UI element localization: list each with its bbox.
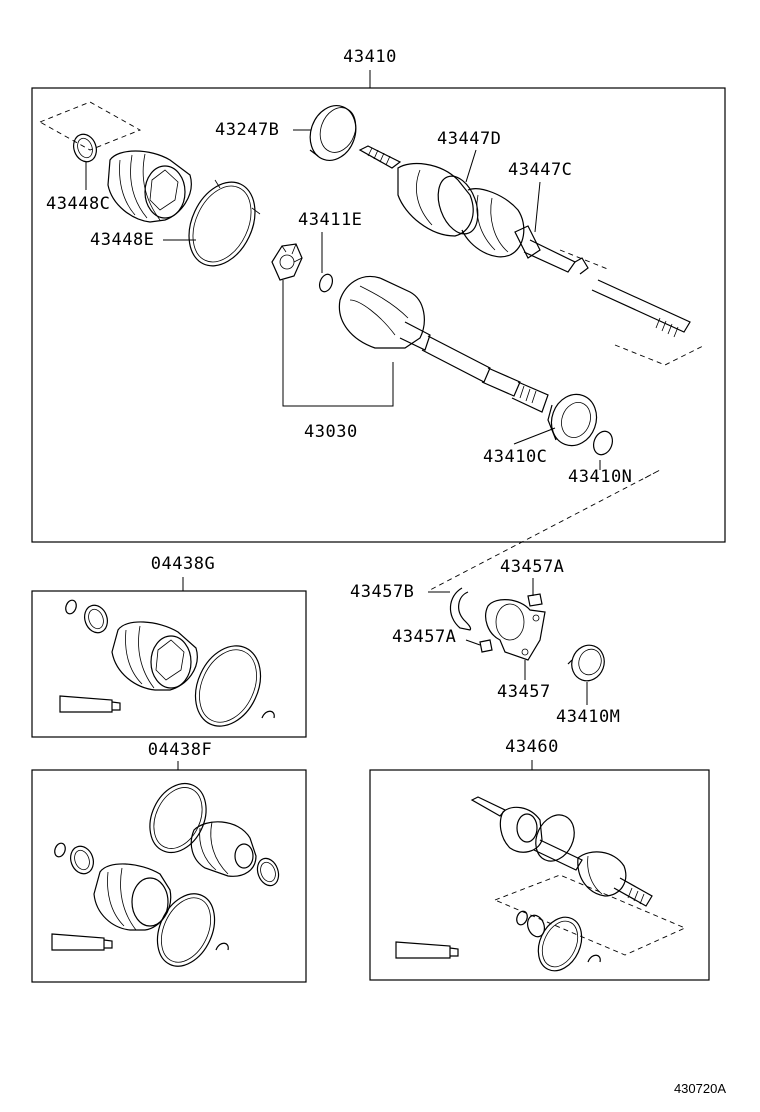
bracket-link-dashed-line bbox=[429, 469, 661, 591]
outboard-shaft-part bbox=[358, 145, 691, 338]
label-43410C[interactable]: 43410C bbox=[483, 447, 547, 467]
shaft-kit-dashed-outline bbox=[494, 874, 687, 956]
main-assembly-box bbox=[31, 87, 726, 543]
leader-43410C bbox=[513, 427, 556, 445]
grease-tube-460 bbox=[395, 941, 451, 959]
boot-clamp-small-part bbox=[73, 133, 97, 163]
bolt-a-top-part bbox=[527, 593, 543, 607]
inboard-joint-part bbox=[338, 276, 549, 413]
ring-part bbox=[592, 430, 614, 456]
label-43247B[interactable]: 43247B bbox=[215, 120, 279, 140]
shaft-assembly-box bbox=[369, 769, 710, 981]
bracket-group: 43457B 43457A 43457A 43457 43410M bbox=[350, 557, 620, 727]
shaft-assembly-part bbox=[470, 796, 653, 907]
label-43457A-top[interactable]: 43457A bbox=[500, 557, 564, 577]
boot-kit-g-group: 04438G bbox=[31, 554, 307, 738]
leader-43030-bracket bbox=[282, 280, 394, 407]
bracket-part bbox=[485, 599, 546, 661]
snap-ring-part bbox=[318, 273, 334, 293]
label-43030[interactable]: 43030 bbox=[304, 422, 358, 442]
label-43457B[interactable]: 43457B bbox=[350, 582, 414, 602]
tripod-joint-part bbox=[271, 243, 303, 281]
bracket-seal-part bbox=[567, 644, 605, 682]
label-43410[interactable]: 43410 bbox=[343, 47, 397, 67]
outer-boot-part bbox=[107, 150, 192, 223]
label-43457[interactable]: 43457 bbox=[497, 682, 551, 702]
clamp-group-dashed-outline bbox=[39, 101, 142, 151]
shaft-assembly-group: 43460 bbox=[369, 737, 710, 981]
snap-ring-b-part bbox=[449, 587, 472, 631]
bearing-part bbox=[547, 393, 598, 447]
grease-tube-g bbox=[59, 695, 113, 713]
leader-43447C bbox=[534, 181, 541, 233]
label-43411E[interactable]: 43411E bbox=[298, 210, 362, 230]
label-43448C[interactable]: 43448C bbox=[46, 194, 110, 214]
bolt-a-mid-part bbox=[479, 639, 493, 653]
boot-clamp-large-part bbox=[188, 179, 261, 267]
label-43448E[interactable]: 43448E bbox=[90, 230, 154, 250]
main-assembly-group: 43410 43448C 43448E bbox=[31, 47, 726, 591]
label-43447D[interactable]: 43447D bbox=[437, 129, 501, 149]
label-43460[interactable]: 43460 bbox=[505, 737, 559, 757]
leader-43447D bbox=[465, 149, 477, 183]
leader-43457A-mid bbox=[465, 639, 481, 646]
boot-kit-g-box bbox=[31, 590, 307, 738]
reference-code: 430720A bbox=[674, 1081, 726, 1096]
grease-tube-f bbox=[51, 933, 105, 951]
label-43457A-mid[interactable]: 43457A bbox=[392, 627, 456, 647]
label-04438F[interactable]: 04438F bbox=[148, 740, 212, 760]
shaft-end-dashed-outline bbox=[614, 344, 706, 366]
boot-kit-f-box bbox=[31, 769, 307, 983]
label-04438G[interactable]: 04438G bbox=[151, 554, 215, 574]
label-43410M[interactable]: 43410M bbox=[556, 707, 620, 727]
shaft-break-dash bbox=[559, 249, 611, 271]
dust-seal-part bbox=[309, 105, 357, 161]
label-43410N[interactable]: 43410N bbox=[568, 467, 632, 487]
boot-kit-f-group: 04438F bbox=[31, 740, 307, 983]
label-43447C[interactable]: 43447C bbox=[508, 160, 572, 180]
